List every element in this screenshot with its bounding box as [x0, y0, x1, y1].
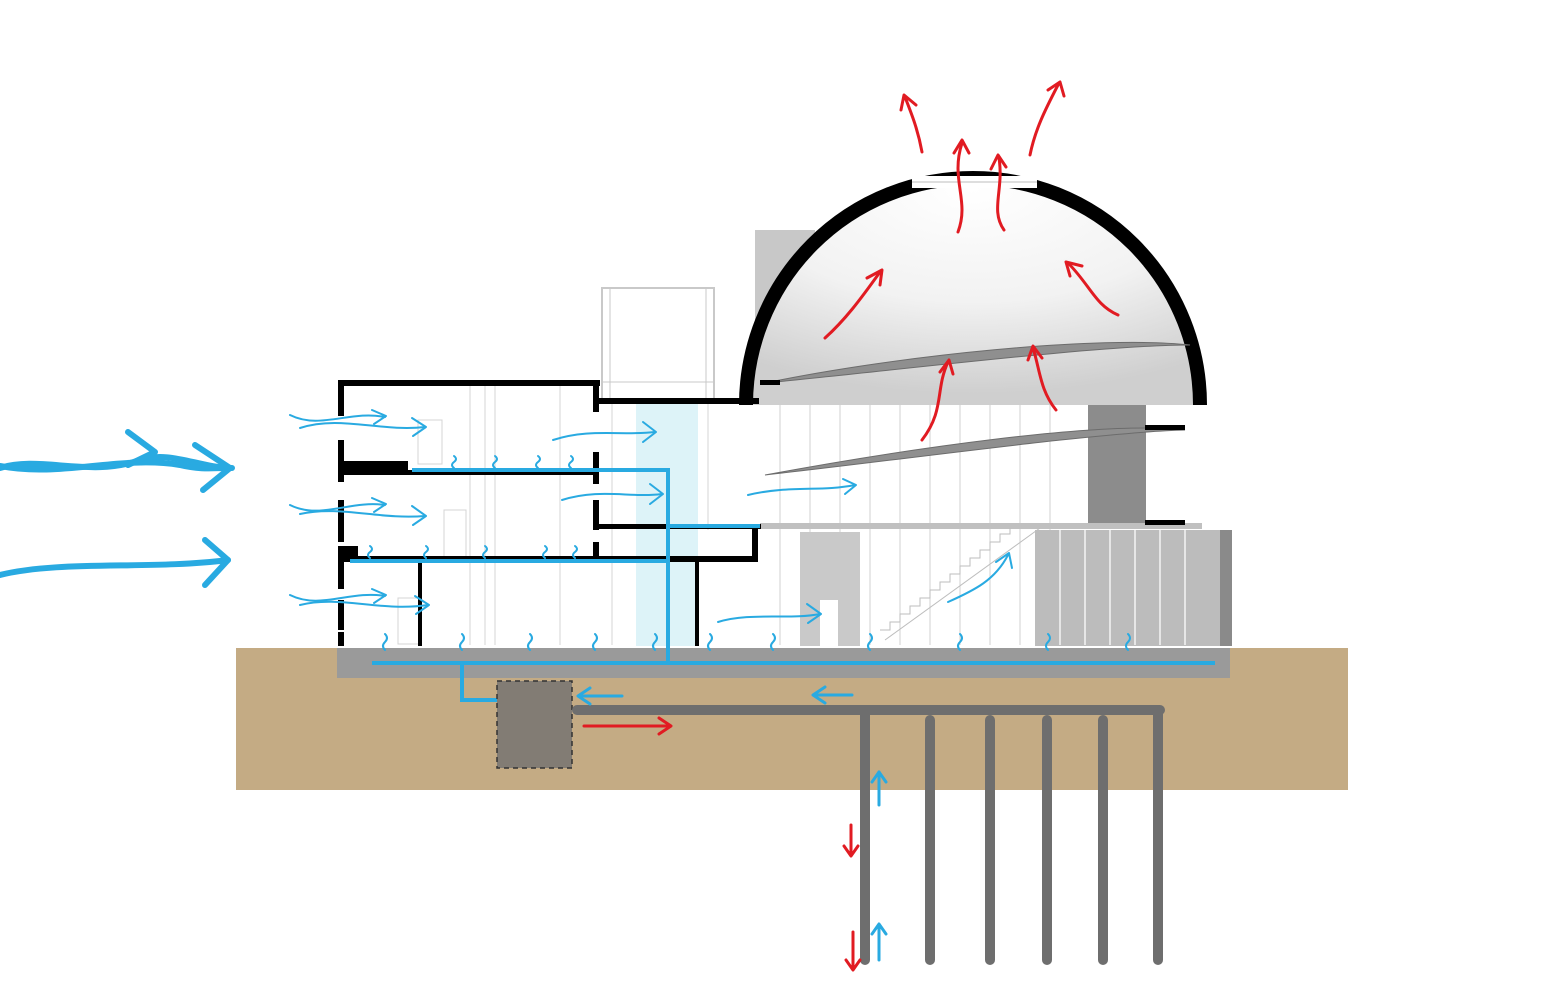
rooftop-frame	[602, 288, 714, 403]
incoming-breeze-arrows	[0, 432, 232, 585]
underground-heat-exchanger	[497, 681, 572, 768]
dome	[746, 176, 1200, 405]
